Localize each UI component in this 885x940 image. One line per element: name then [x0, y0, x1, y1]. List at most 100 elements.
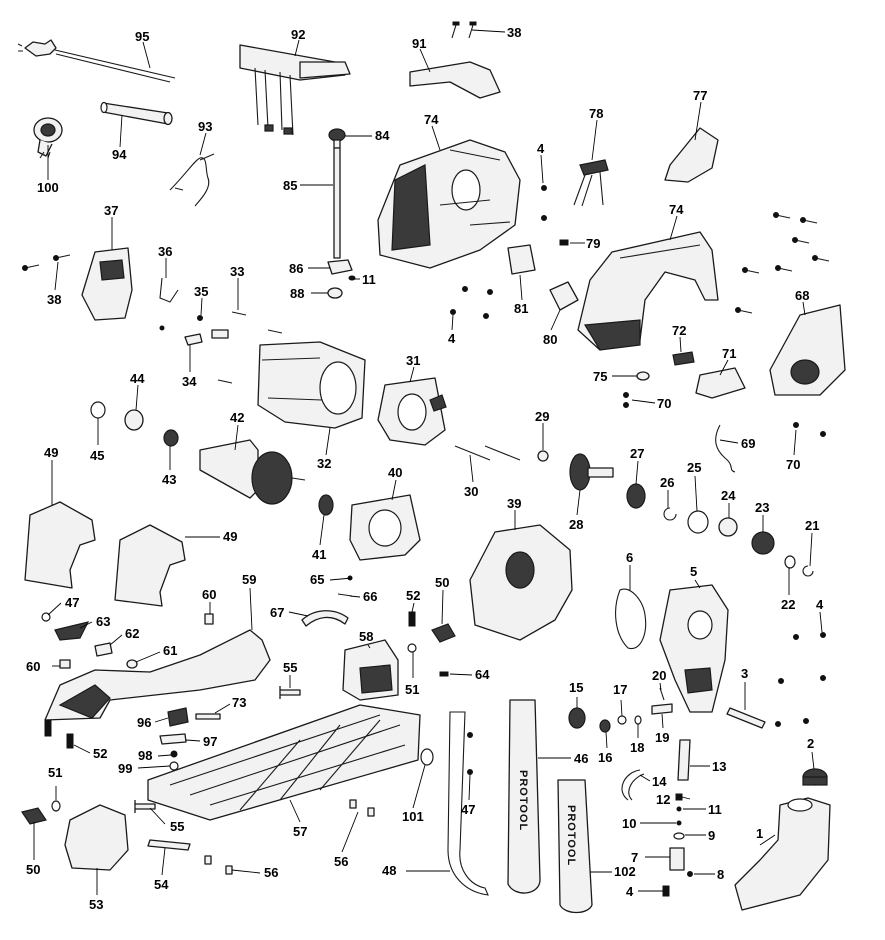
part-40-drawing — [349, 494, 421, 561]
label-25: 25 — [687, 460, 701, 475]
label-91: 91 — [412, 36, 426, 51]
label-49-left: 49 — [44, 445, 58, 460]
label-101: 101 — [402, 809, 424, 824]
bearing-41-drawing — [318, 494, 334, 516]
leader-lines — [33, 29, 823, 895]
part-50a-drawing — [431, 623, 456, 643]
part-37-drawing — [81, 247, 133, 321]
part-99-drawing — [169, 761, 179, 771]
screws-mid-drawing — [450, 286, 493, 319]
label-68: 68 — [795, 288, 809, 303]
rod-drawing — [333, 147, 341, 259]
label-75: 75 — [593, 369, 607, 384]
label-48: 48 — [382, 863, 396, 878]
screws-47-drawing — [467, 732, 473, 738]
hose-14-drawing — [621, 769, 645, 801]
label-24: 24 — [721, 488, 736, 503]
label-44: 44 — [130, 371, 145, 386]
wire-69-drawing — [715, 424, 736, 473]
screw-56b-drawing — [349, 799, 375, 817]
label-84: 84 — [375, 128, 390, 143]
part-34-drawing — [159, 325, 283, 384]
gear-housing-5-drawing — [659, 584, 729, 713]
screw-4b-drawing — [662, 885, 670, 897]
label-85: 85 — [283, 178, 297, 193]
label-20: 20 — [652, 668, 666, 683]
label-66: 66 — [363, 589, 377, 604]
label-39: 39 — [507, 496, 521, 511]
label-92: 92 — [291, 27, 305, 42]
label-10: 10 — [622, 816, 636, 831]
label-86: 86 — [289, 261, 303, 276]
washer-61-drawing — [126, 659, 138, 669]
part-63-drawing — [54, 621, 90, 641]
screws-47c-drawing — [467, 769, 473, 775]
part-50b-drawing — [21, 807, 47, 825]
guide-bar-46-drawing: PROTOOL — [507, 699, 541, 894]
sprocket-15-drawing — [568, 707, 586, 729]
label-21: 21 — [805, 518, 819, 533]
label-9: 9 — [708, 828, 715, 843]
field-coil-31-drawing — [377, 377, 447, 446]
label-4-bottom: 4 — [626, 884, 634, 899]
power-cable-drawing — [17, 39, 176, 83]
label-1: 1 — [756, 826, 763, 841]
part-58-drawing — [342, 639, 399, 701]
label-33: 33 — [230, 264, 244, 279]
label-60-left: 60 — [26, 659, 40, 674]
screws-4-right-drawing — [775, 632, 826, 727]
label-15: 15 — [569, 680, 583, 695]
label-4-mid: 4 — [448, 331, 456, 346]
part-96-drawing — [167, 707, 189, 727]
part-13-drawing — [677, 739, 691, 781]
part-29-drawing — [537, 450, 549, 462]
rods-30-drawing — [454, 445, 521, 461]
label-52-left: 52 — [93, 746, 107, 761]
label-51-left: 51 — [48, 765, 62, 780]
label-50-mid: 50 — [435, 575, 449, 590]
screws-38-left-drawing — [22, 254, 71, 271]
bearing-43-drawing — [163, 429, 179, 447]
gearbox-39-drawing — [469, 524, 573, 641]
label-81: 81 — [514, 301, 528, 316]
label-11-low: 11 — [708, 802, 722, 817]
label-67: 67 — [270, 605, 284, 620]
label-12: 12 — [656, 792, 670, 807]
label-96: 96 — [137, 715, 151, 730]
screws-38-top-drawing — [451, 21, 477, 39]
part-35-drawing — [197, 315, 203, 321]
chain-48-drawing — [447, 711, 489, 896]
label-43: 43 — [162, 472, 176, 487]
part-17-drawing — [617, 715, 627, 725]
label-11-top: 11 — [362, 272, 376, 287]
label-64: 64 — [475, 667, 490, 682]
label-36: 36 — [158, 244, 172, 259]
part-72-drawing — [672, 351, 695, 366]
label-71: 71 — [722, 346, 736, 361]
ring-25-drawing — [687, 510, 709, 534]
clamp-drawing — [327, 259, 353, 275]
housing-74-lower-drawing — [577, 231, 719, 351]
bar-cover-brand-text: PROTOOL — [565, 805, 577, 866]
label-32: 32 — [317, 456, 331, 471]
base-plate-57-drawing — [147, 704, 421, 821]
label-17: 17 — [613, 682, 627, 697]
label-97: 97 — [203, 734, 217, 749]
part-64-drawing — [439, 671, 449, 677]
label-38-left: 38 — [47, 292, 61, 307]
part-67-drawing — [301, 610, 349, 627]
part-98-drawing — [170, 750, 178, 758]
label-47-chain: 47 — [461, 802, 475, 817]
screws-38-right-drawing — [735, 212, 830, 314]
washer-22-drawing — [784, 555, 796, 569]
label-4-right: 4 — [816, 597, 824, 612]
label-73: 73 — [232, 695, 246, 710]
bar-cover-102-drawing: PROTOOL — [557, 779, 593, 914]
label-31: 31 — [406, 353, 420, 368]
screw-47b-drawing — [44, 719, 52, 737]
label-13: 13 — [712, 759, 726, 774]
label-72: 72 — [672, 323, 686, 338]
oring-45-drawing — [90, 401, 106, 419]
label-59: 59 — [242, 572, 256, 587]
screw-52a-drawing — [408, 611, 416, 627]
